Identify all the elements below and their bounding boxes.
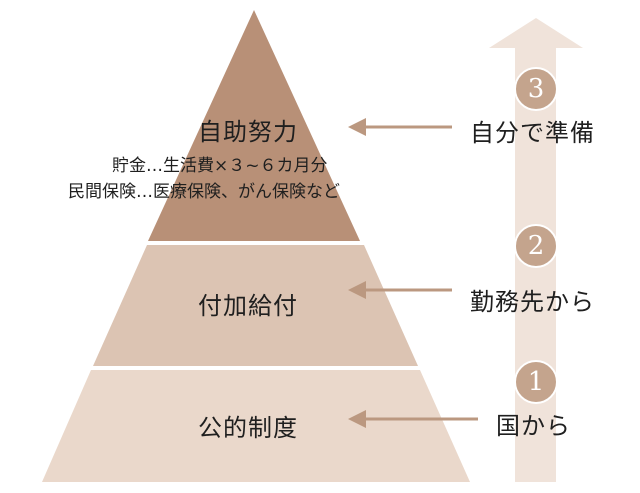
step-1-circle: 1 [514,360,558,404]
tier-top-note-insurance: 民間保険…医療保険、がん保険など [68,182,340,202]
tier-top-shape [148,10,360,241]
source-label-self: 自分で準備 [470,119,595,147]
tier-bottom-shape [42,370,470,482]
tier-middle-title: 付加給付 [198,292,298,320]
source-label-employer: 勤務先から [470,288,595,316]
arrow-to-middle-tier [348,281,452,299]
arrow-to-top-tier [348,118,452,136]
tier-top-note-savings: 貯金…生活費×３~６カ月分 [112,156,328,176]
arrow-to-bottom-tier [348,410,478,428]
step-2-circle: 2 [514,224,558,268]
step-3-circle: 3 [514,67,558,111]
tier-bottom-title: 公的制度 [198,414,298,442]
tier-top-title: 自助努力 [198,118,298,146]
tier-middle-shape [93,245,418,366]
source-label-government: 国から [496,412,571,440]
